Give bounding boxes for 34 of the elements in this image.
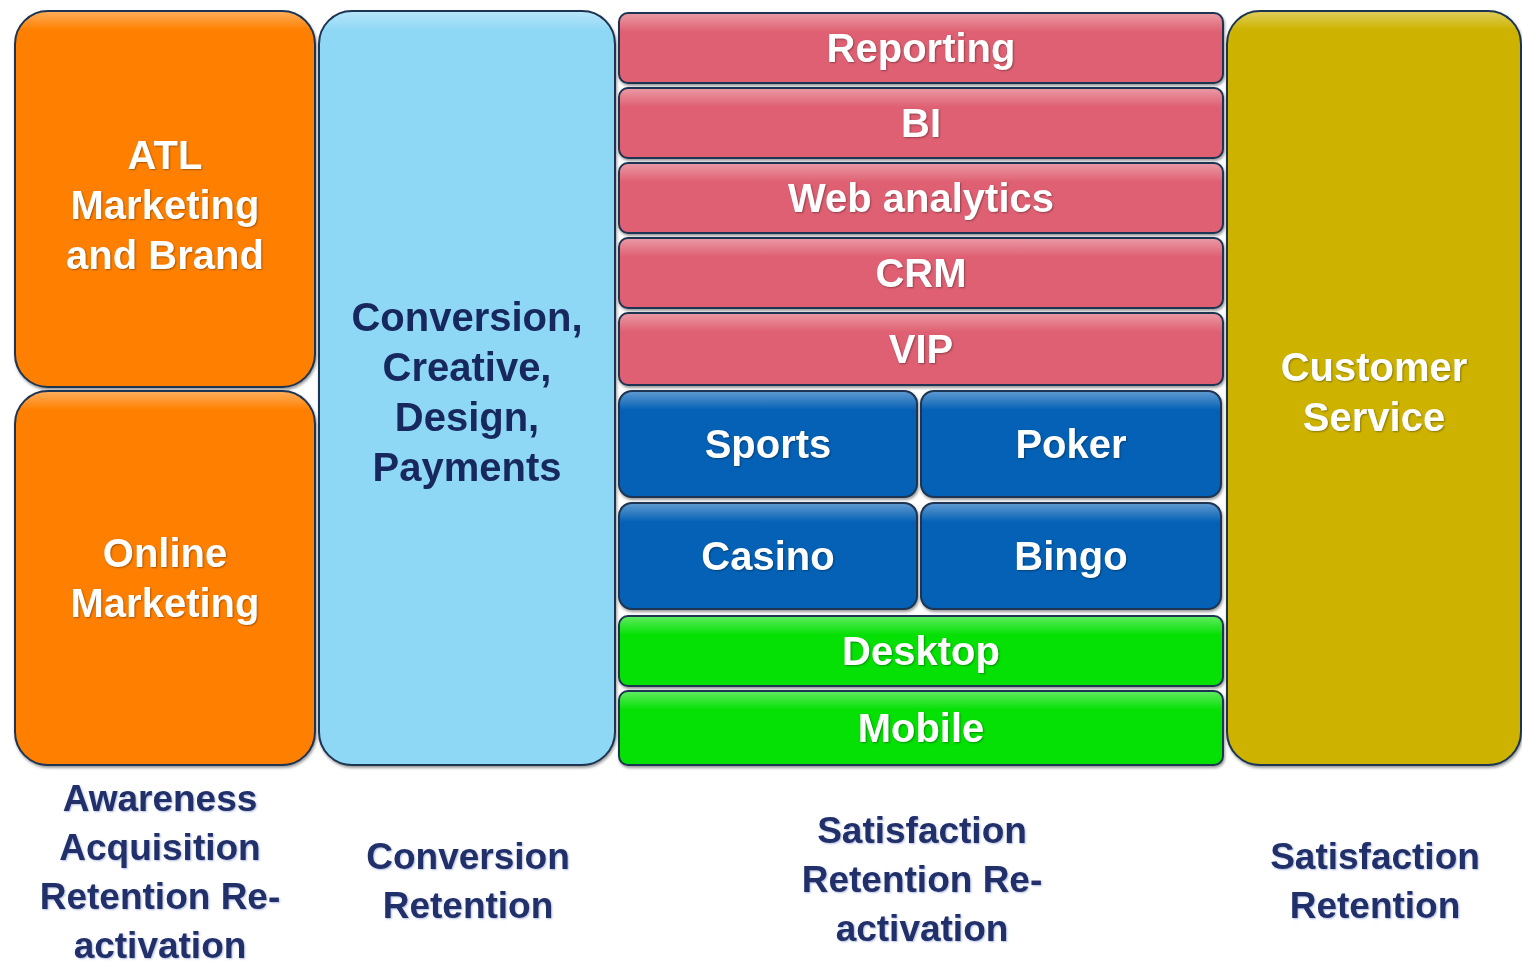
goal-list: Satisfaction Retention Re-activation (777, 806, 1067, 953)
category-panel (618, 390, 918, 498)
panel-title: Bingo (1014, 533, 1128, 580)
panel-title: VIP (888, 326, 954, 373)
category-panel (14, 10, 316, 388)
category-panel (618, 12, 1224, 84)
panel-title: ATL Marketing and Brand (65, 132, 265, 279)
panel-title: Casino (701, 533, 835, 580)
panel-title: BI (901, 100, 941, 147)
panel-title: Conversion, Creative, Design, Payments (350, 294, 584, 491)
panel-title: Desktop (842, 628, 1000, 675)
goal-list: Awareness Acquisition Retention Re-activation (15, 774, 305, 970)
category-panel (318, 10, 616, 766)
category-panel (618, 162, 1224, 234)
category-panel (920, 502, 1222, 610)
category-panel (618, 502, 918, 610)
panel-title: Poker (1015, 421, 1127, 468)
panel-title: Reporting (826, 25, 1016, 72)
panel-title: Mobile (857, 705, 985, 752)
category-panel (618, 87, 1224, 159)
category-panel (618, 690, 1224, 766)
category-panel (618, 237, 1224, 309)
goal-list: Satisfaction Retention (1230, 832, 1520, 930)
panel-title: Web analytics (787, 175, 1054, 222)
category-panel (1226, 10, 1522, 766)
category-panel (14, 390, 316, 766)
category-panel (618, 615, 1224, 687)
panel-title: Online Marketing (69, 530, 261, 627)
panel-title: Customer Service (1279, 344, 1469, 441)
category-panel (920, 390, 1222, 498)
category-panel (618, 312, 1224, 386)
panel-title: Sports (704, 421, 832, 468)
goal-list: Conversion Retention (323, 832, 613, 930)
panel-title: CRM (875, 250, 967, 297)
